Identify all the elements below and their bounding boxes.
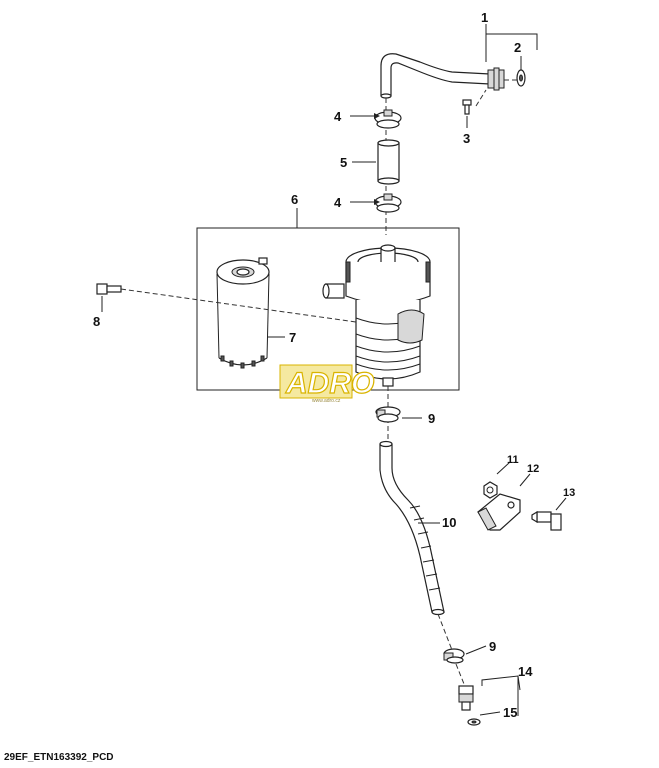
upper-clamps-and-sleeve: 4 5 4 xyxy=(334,98,402,235)
callout-15: 15 xyxy=(503,705,517,720)
callout-9-upper: 9 xyxy=(428,411,435,426)
callout-4-lower: 4 xyxy=(334,195,342,210)
drawing-reference: 29EF_ETN163392_PCD xyxy=(4,752,114,763)
callout-14: 14 xyxy=(518,664,533,679)
bracket-assembly: 11 12 13 xyxy=(477,454,575,531)
lower-hose: 10 xyxy=(379,440,456,651)
callout-5: 5 xyxy=(340,155,347,170)
callout-10: 10 xyxy=(442,515,456,530)
top-hose-assembly: 1 2 3 xyxy=(380,10,538,146)
breather-housing xyxy=(322,244,431,387)
callout-7: 7 xyxy=(289,330,296,345)
callout-3: 3 xyxy=(463,131,470,146)
watermark-brand: ADRO xyxy=(285,367,374,400)
callout-11: 11 xyxy=(507,454,519,466)
breather-assembly: 6 7 xyxy=(196,192,460,404)
filter-element: 7 xyxy=(216,257,296,369)
clamp-9-upper: 9 xyxy=(375,386,435,440)
fitting-assembly: 14 15 xyxy=(458,664,533,726)
bolt-8: 8 xyxy=(93,283,357,329)
callout-12: 12 xyxy=(527,463,539,475)
callout-6: 6 xyxy=(291,192,298,207)
callout-2: 2 xyxy=(514,40,521,55)
watermark-url: www.adro.cz xyxy=(312,398,341,404)
callout-8: 8 xyxy=(93,314,100,329)
callout-13: 13 xyxy=(563,487,575,499)
callout-4-upper: 4 xyxy=(334,109,342,124)
clamp-9-lower: 9 xyxy=(443,639,496,685)
adro-watermark: ADRO www.adro.cz xyxy=(279,364,375,404)
callout-9-lower: 9 xyxy=(489,639,496,654)
callout-1: 1 xyxy=(481,10,488,25)
